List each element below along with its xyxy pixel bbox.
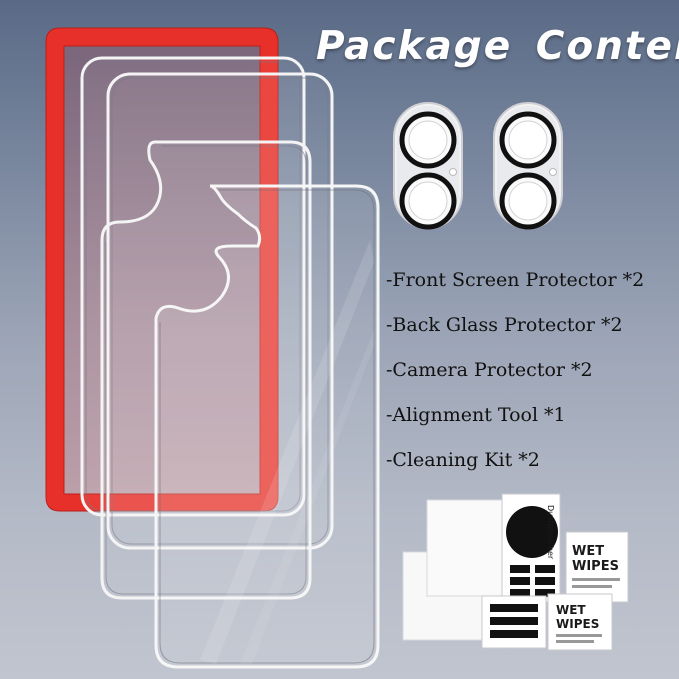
contents-item-cleaning-kit: -Cleaning Kit *2 (386, 449, 540, 471)
svg-text:WET: WET (572, 544, 604, 559)
cleaning-kit: Dustabsorber WET WIPES (402, 493, 629, 651)
contents-item-back-glass-protector: -Back Glass Protector *2 (386, 314, 623, 336)
package-contents-title: Package Contents (316, 24, 679, 69)
back-glass-protector-1 (100, 140, 312, 600)
dust-absorber-sticker: Dustabsorber (501, 493, 561, 603)
camera-protector-2 (493, 102, 563, 230)
svg-text:WIPES: WIPES (556, 617, 599, 631)
wet-wipes-packet-2: WET WIPES (547, 593, 613, 651)
svg-text:WET: WET (556, 603, 586, 617)
screen-protector-2 (106, 72, 334, 550)
contents-item-alignment-tool: -Alignment Tool *1 (386, 404, 566, 426)
back-glass-protector-2 (154, 184, 380, 669)
package-contents-list: -Front Screen Protector *2 -Back Glass P… (386, 264, 644, 489)
svg-text:WIPES: WIPES (572, 559, 619, 574)
camera-protector-1 (393, 102, 463, 230)
guide-sticker-sheet (481, 595, 547, 649)
svg-text:Dustabsorber: Dustabsorber (546, 505, 555, 560)
contents-item-camera-protector: -Camera Protector *2 (386, 359, 593, 381)
screen-protector-1 (80, 56, 306, 517)
contents-item-front-screen-protector: -Front Screen Protector *2 (386, 269, 645, 291)
wet-wipes-packet-1: WET WIPES (565, 531, 629, 603)
